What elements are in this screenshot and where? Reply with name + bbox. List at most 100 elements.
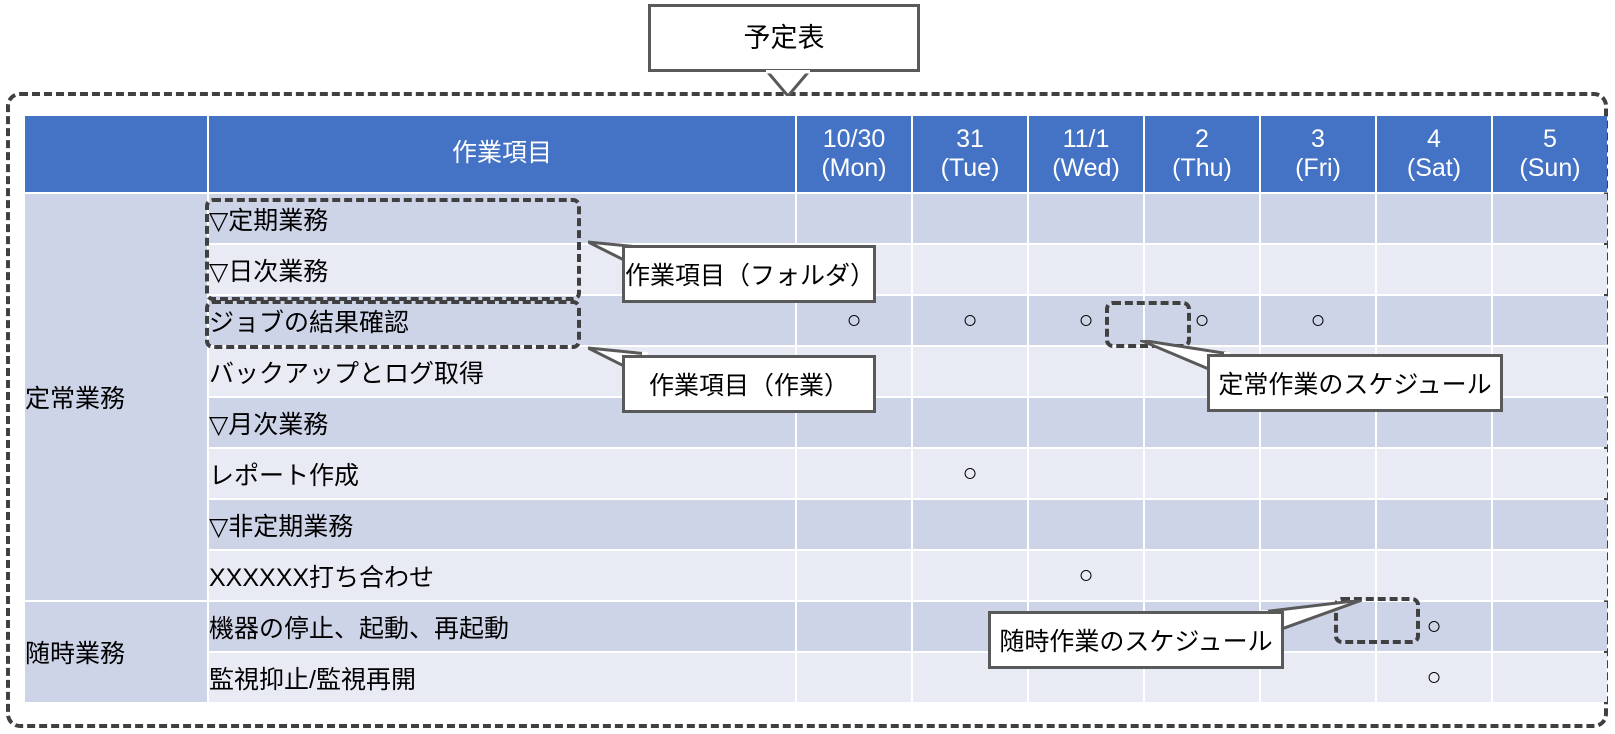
schedule-empty-cell[interactable] bbox=[1493, 653, 1607, 702]
header-day-4: 3 (Fri) bbox=[1261, 116, 1375, 192]
schedule-empty-cell[interactable] bbox=[1261, 194, 1375, 243]
schedule-empty-cell[interactable] bbox=[1029, 449, 1143, 498]
title-callout: 予定表 bbox=[648, 4, 920, 72]
header-day-5-date: 4 bbox=[1427, 124, 1441, 153]
table-row: 監視抑止/監視再開 ○ bbox=[25, 653, 1607, 702]
schedule-empty-cell[interactable] bbox=[913, 398, 1027, 447]
header-day-2-date: 11/1 bbox=[1062, 124, 1110, 153]
header-day-1: 31 (Tue) bbox=[913, 116, 1027, 192]
schedule-empty-cell[interactable] bbox=[797, 602, 911, 651]
header-day-6-weekday: (Sun) bbox=[1519, 154, 1581, 182]
task-name-cell[interactable]: ジョブの結果確認 bbox=[209, 296, 795, 345]
header-day-1-date: 31 bbox=[956, 124, 984, 153]
header-day-2: 11/1 (Wed) bbox=[1029, 116, 1143, 192]
header-day-5: 4 (Sat) bbox=[1377, 116, 1491, 192]
schedule-empty-cell[interactable] bbox=[1377, 245, 1491, 294]
schedule-empty-cell[interactable] bbox=[1261, 500, 1375, 549]
callout-regular-label: 定常作業のスケジュール bbox=[1218, 371, 1492, 399]
schedule-empty-cell[interactable] bbox=[1029, 194, 1143, 243]
table-row: XXXXXX打ち合わせ ○ bbox=[25, 551, 1607, 600]
category-cell: 随時業務 bbox=[25, 602, 207, 702]
schedule-mark-cell[interactable]: ○ bbox=[797, 296, 911, 345]
table-row: レポート作成 ○ bbox=[25, 449, 1607, 498]
schedule-empty-cell[interactable] bbox=[1493, 551, 1607, 600]
schedule-empty-cell[interactable] bbox=[1493, 500, 1607, 549]
schedule-mark-cell[interactable]: ○ bbox=[913, 296, 1027, 345]
schedule-empty-cell[interactable] bbox=[797, 194, 911, 243]
schedule-empty-cell[interactable] bbox=[913, 500, 1027, 549]
header-day-3-date: 2 bbox=[1195, 124, 1209, 153]
schedule-empty-cell[interactable] bbox=[1493, 245, 1607, 294]
header-day-4-date: 3 bbox=[1311, 124, 1325, 153]
schedule-mark-cell[interactable]: ○ bbox=[1145, 296, 1259, 345]
header-task-column: 作業項目 bbox=[209, 116, 795, 192]
schedule-empty-cell[interactable] bbox=[1493, 602, 1607, 651]
schedule-empty-cell[interactable] bbox=[913, 551, 1027, 600]
schedule-mark-cell[interactable]: ○ bbox=[1261, 296, 1375, 345]
category-cell: 定常業務 bbox=[25, 194, 207, 600]
callout-adhoc-label: 随時作業のスケジュール bbox=[999, 628, 1273, 656]
task-name-cell[interactable]: 機器の停止、起動、再起動 bbox=[209, 602, 795, 651]
task-name-cell[interactable]: レポート作成 bbox=[209, 449, 795, 498]
schedule-empty-cell[interactable] bbox=[913, 347, 1027, 396]
table-row: 定常業務▽定期業務 bbox=[25, 194, 1607, 600]
schedule-empty-cell[interactable] bbox=[1145, 551, 1259, 600]
table-header-row: 作業項目 10/30 (Mon) 31 (Tue) 11/1 (Wed) 2 (… bbox=[25, 116, 1607, 192]
header-day-2-weekday: (Wed) bbox=[1052, 154, 1120, 182]
table-row: ジョブの結果確認○○○○○ bbox=[25, 296, 1607, 345]
table-row: 随時業務機器の停止、起動、再起動 ○ bbox=[25, 602, 1607, 702]
schedule-empty-cell[interactable] bbox=[913, 245, 1027, 294]
schedule-empty-cell[interactable] bbox=[797, 500, 911, 549]
schedule-empty-cell[interactable] bbox=[1493, 398, 1607, 447]
schedule-empty-cell[interactable] bbox=[1493, 296, 1607, 345]
callout-regular-schedule: 定常作業のスケジュール bbox=[1207, 354, 1503, 412]
task-name-cell[interactable]: ▽定期業務 bbox=[209, 194, 795, 243]
task-name-cell[interactable]: ▽非定期業務 bbox=[209, 500, 795, 549]
callout-adhoc-schedule: 随時作業のスケジュール bbox=[988, 611, 1284, 669]
schedule-empty-cell[interactable] bbox=[1145, 194, 1259, 243]
schedule-empty-cell[interactable] bbox=[1377, 500, 1491, 549]
schedule-empty-cell[interactable] bbox=[1493, 347, 1607, 396]
schedule-empty-cell[interactable] bbox=[1377, 296, 1491, 345]
callout-folder: 作業項目（フォルダ） bbox=[622, 245, 876, 303]
schedule-empty-cell[interactable] bbox=[1377, 194, 1491, 243]
schedule-empty-cell[interactable] bbox=[797, 551, 911, 600]
schedule-table: 作業項目 10/30 (Mon) 31 (Tue) 11/1 (Wed) 2 (… bbox=[23, 114, 1609, 704]
header-day-0-weekday: (Mon) bbox=[821, 154, 887, 182]
schedule-mark-cell[interactable]: ○ bbox=[1029, 551, 1143, 600]
title-callout-tail-icon bbox=[766, 70, 810, 96]
schedule-empty-cell[interactable] bbox=[1029, 500, 1143, 549]
callout-task-label: 作業項目（作業） bbox=[648, 372, 849, 400]
schedule-empty-cell[interactable] bbox=[1261, 551, 1375, 600]
schedule-empty-cell[interactable] bbox=[1493, 194, 1607, 243]
schedule-empty-cell[interactable] bbox=[1145, 449, 1259, 498]
task-name-cell[interactable]: XXXXXX打ち合わせ bbox=[209, 551, 795, 600]
schedule-mark-cell[interactable]: ○ bbox=[1377, 602, 1491, 651]
schedule-empty-cell[interactable] bbox=[1029, 398, 1143, 447]
header-day-0-date: 10/30 bbox=[822, 124, 886, 153]
schedule-mark-cell[interactable]: ○ bbox=[913, 449, 1027, 498]
callout-task: 作業項目（作業） bbox=[622, 355, 876, 413]
schedule-empty-cell[interactable] bbox=[1261, 245, 1375, 294]
schedule-empty-cell[interactable] bbox=[913, 194, 1027, 243]
schedule-empty-cell[interactable] bbox=[1377, 551, 1491, 600]
header-day-6-date: 5 bbox=[1543, 124, 1557, 153]
schedule-empty-cell[interactable] bbox=[1261, 449, 1375, 498]
schedule-mark-cell[interactable]: ○ bbox=[1029, 296, 1143, 345]
schedule-empty-cell[interactable] bbox=[1145, 500, 1259, 549]
table-row: ▽非定期業務 bbox=[25, 500, 1607, 549]
header-category-blank bbox=[25, 116, 207, 192]
schedule-empty-cell[interactable] bbox=[797, 449, 911, 498]
header-day-3: 2 (Thu) bbox=[1145, 116, 1259, 192]
task-name-cell[interactable]: 監視抑止/監視再開 bbox=[209, 653, 795, 702]
title-callout-label: 予定表 bbox=[743, 22, 825, 53]
header-day-6: 5 (Sun) bbox=[1493, 116, 1607, 192]
schedule-empty-cell[interactable] bbox=[1029, 245, 1143, 294]
schedule-empty-cell[interactable] bbox=[1493, 449, 1607, 498]
schedule-empty-cell[interactable] bbox=[1377, 449, 1491, 498]
header-day-3-weekday: (Thu) bbox=[1172, 154, 1232, 182]
schedule-empty-cell[interactable] bbox=[797, 653, 911, 702]
schedule-empty-cell[interactable] bbox=[1029, 347, 1143, 396]
schedule-mark-cell[interactable]: ○ bbox=[1377, 653, 1491, 702]
schedule-empty-cell[interactable] bbox=[1145, 245, 1259, 294]
